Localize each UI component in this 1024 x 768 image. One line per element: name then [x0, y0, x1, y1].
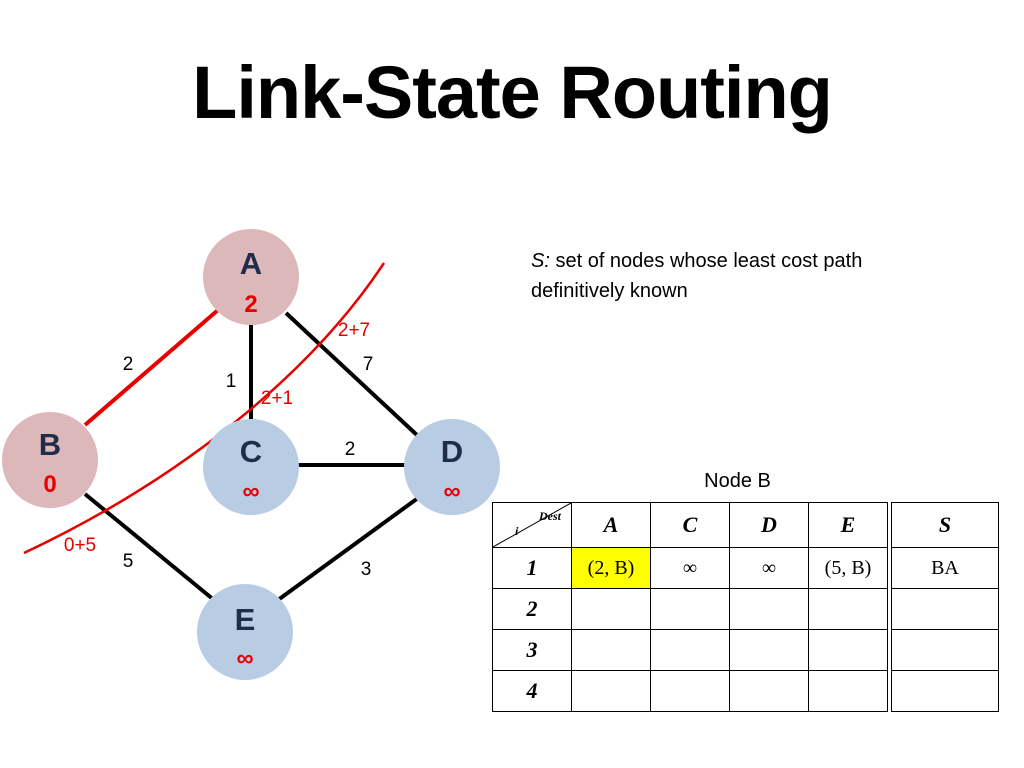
frontier-curve	[23, 262, 386, 555]
col-header-d: D	[729, 502, 809, 548]
row-index: 2	[492, 588, 572, 630]
node-c-dist: ∞	[242, 478, 259, 505]
node-c[interactable]: C ∞	[203, 419, 299, 515]
node-e-circle	[197, 584, 293, 680]
node-a-label: A	[240, 246, 262, 281]
row-index: 1	[492, 547, 572, 589]
table-cell	[571, 629, 651, 671]
node-a-dist: 2	[244, 291, 257, 318]
table-row: 4	[492, 670, 888, 712]
set-table-cell	[891, 629, 999, 671]
set-table-cell	[891, 670, 999, 712]
node-c-label: C	[240, 434, 262, 469]
node-e[interactable]: E ∞	[197, 584, 293, 680]
table-row: 2	[492, 588, 888, 630]
annotation-a-to-c: 2+1	[261, 388, 293, 409]
set-table-header-row: S	[891, 502, 999, 548]
row-index: 3	[492, 629, 572, 671]
edge-weight-e-d: 3	[361, 559, 372, 580]
node-c-circle	[203, 419, 299, 515]
edge-weight-a-d: 7	[363, 354, 374, 375]
table-cell: (5, B)	[808, 547, 888, 589]
corner-i-label: i	[515, 524, 519, 538]
node-d-dist: ∞	[443, 478, 460, 505]
col-header-e: E	[808, 502, 888, 548]
annotation-a-to-d: 2+7	[338, 320, 370, 341]
row-index: 4	[492, 670, 572, 712]
routing-table-header-row: Dest i A C D E	[492, 502, 888, 548]
table-cell	[729, 588, 809, 630]
table-cell	[729, 629, 809, 671]
corner-dest-label: Dest	[539, 509, 561, 523]
routing-table: Dest i A C D E 1 (2, B) ∞ ∞ (5, B) 2 3 4	[492, 502, 888, 712]
col-header-c: C	[650, 502, 730, 548]
edge-weight-b-e: 5	[123, 551, 134, 572]
set-table-cell: BA	[891, 547, 999, 589]
table-cell	[650, 629, 730, 671]
node-a[interactable]: A 2	[203, 229, 299, 325]
table-cell	[571, 588, 651, 630]
edge-a-d	[284, 311, 420, 438]
set-definition: S: set of nodes whose least cost path de…	[531, 246, 951, 306]
table-cell	[808, 670, 888, 712]
table-cell	[571, 670, 651, 712]
table-cell: ∞	[650, 547, 730, 589]
edge-weight-b-a: 2	[123, 354, 134, 375]
set-table-row	[891, 670, 999, 712]
node-b-dist: 0	[43, 471, 56, 498]
set-table: S BA	[891, 502, 999, 712]
node-e-dist: ∞	[236, 645, 253, 672]
node-a-circle	[203, 229, 299, 325]
node-b-label: B	[39, 427, 61, 462]
node-b[interactable]: B 0	[2, 412, 98, 508]
node-d[interactable]: D ∞	[404, 419, 500, 515]
edge-b-e	[83, 492, 216, 602]
annotation-b-to-e: 0+5	[64, 535, 96, 556]
table-caption: Node B	[704, 470, 771, 492]
set-table-row	[891, 588, 999, 630]
set-table-row: BA	[891, 547, 999, 589]
set-table-cell	[891, 588, 999, 630]
set-table-header: S	[891, 502, 999, 548]
set-definition-text: set of nodes whose least cost path defin…	[531, 250, 863, 302]
table-cell	[729, 670, 809, 712]
table-row: 1 (2, B) ∞ ∞ (5, B)	[492, 547, 888, 589]
node-d-label: D	[441, 434, 463, 469]
corner-diagonal	[493, 503, 571, 547]
edge-weight-a-c: 1	[226, 371, 237, 392]
slide-title: Link-State Routing	[192, 51, 833, 134]
table-cell	[808, 629, 888, 671]
node-e-label: E	[235, 602, 256, 637]
edge-b-a	[83, 308, 220, 427]
table-row: 3	[492, 629, 888, 671]
corner-cell: Dest i	[492, 502, 572, 548]
table-cell	[808, 588, 888, 630]
table-cell: (2, B)	[571, 547, 651, 589]
table-cell	[650, 588, 730, 630]
col-header-a: A	[571, 502, 651, 548]
edge-e-d	[276, 496, 420, 602]
node-d-circle	[404, 419, 500, 515]
set-symbol: S:	[531, 250, 550, 272]
node-b-circle	[2, 412, 98, 508]
edge-weight-c-d: 2	[345, 439, 356, 460]
set-table-row	[891, 629, 999, 671]
table-cell: ∞	[729, 547, 809, 589]
table-cell	[650, 670, 730, 712]
